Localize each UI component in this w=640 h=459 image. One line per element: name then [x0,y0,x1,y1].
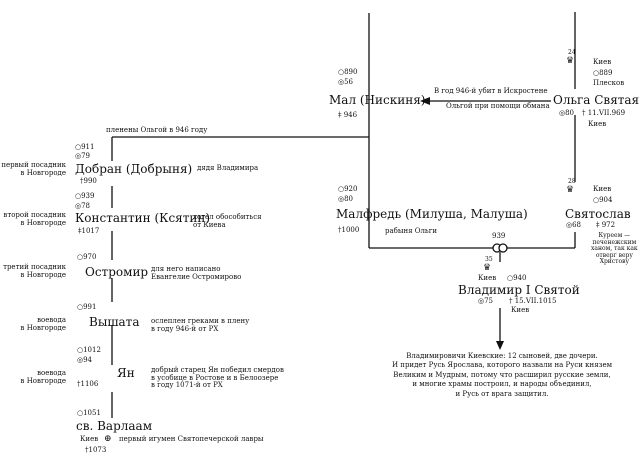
olga-age: ◎80 [559,109,575,117]
vyshata-born: ○991 [77,303,97,311]
yan-role: воевода в Новгороде [20,369,66,385]
varlaam-city: Киев [80,435,99,443]
olga-throne-number: 24 [568,49,576,56]
olga-deceit-note: Ольгой при помощи обмана [446,102,550,110]
malfred-death: †1000 [338,226,360,234]
konstantin-note: хотел обособиться от Киева [193,213,262,229]
vyshata-note: ослеплен греками в плену в году 946-й от… [151,317,250,333]
vladimir-city-2: Киев [511,306,530,314]
dobran-born: ○911 [75,143,95,151]
svyatoslav-name: Святослав [565,207,631,221]
vladimir-age: ◎75 [478,297,494,305]
konstantin-death: ‡1017 [78,227,100,235]
svyatoslav-city: Киев [593,185,612,193]
olga-death: † 11.VII.969 [582,109,626,117]
vladimir-throne-number: 35 [485,256,493,263]
dobran-note: дядя Владимира [197,164,259,172]
malfred-note: рабыня Ольги [385,227,438,235]
konstantin-role: второй посадник в Новгороде [3,211,66,227]
dobran-role: первый посадник в Новгороде [1,161,66,177]
malfred-age: ◎80 [338,195,354,203]
ostromir-role: третий посадник в Новгороде [3,263,66,279]
ostromir-born: ○970 [77,253,97,261]
marriage-year: 939 [492,232,506,240]
svyatoslav-throne-number: 28 [568,178,576,185]
mal-killed-note: В год 946-й убит в Искростене [434,87,548,95]
konstantin-born: ○939 [75,192,95,200]
dobran-death: †990 [80,177,97,185]
mal-born: ○890 [338,68,358,76]
varlaam-name: св. Варлаам [76,419,153,433]
dobran-age: ◎79 [75,152,91,160]
mal-age: ◎56 [338,78,354,86]
olga-birthplace: Плесков [593,79,625,87]
malfred-name: Малфредь (Милуша, Малуша) [336,207,528,221]
olga-city: Киев [593,58,612,66]
varlaam-born: ○1051 [77,409,101,417]
olga-name: Ольга Святая [553,93,640,107]
vyshata-name: Вышата [89,315,140,329]
svyatoslav-death: ‡ 972 [596,221,616,229]
mal-death: ‡ 946 [338,111,358,119]
varlaam-note: первый игумен Святопечерской лавры [119,435,264,443]
malfred-born: ○920 [338,185,358,193]
ostromir-note: для него написано Евангелие Остромирово [151,265,242,281]
yan-death: †1106 [77,380,99,388]
wedding-rings-icon [492,243,508,253]
dobran-name: Добран (Добрыня) [75,162,193,176]
vyshata-role: воевода в Новгороде [20,316,66,332]
yan-born: ○1012 [77,346,101,354]
olga-born: ○889 [593,69,613,77]
vladimir-death: † 15.VII.1015 [509,297,557,305]
mal-name: Мал (Нискиня) [329,93,426,107]
svyatoslav-note: Куреем — печенежским ханом, так как отве… [591,232,638,266]
arrowhead-to-mal [420,97,430,105]
descendants-text: Владимировичи Киевские: 12 сыновей, две … [391,352,613,398]
captured-note: пленены Ольгой в 946 году [106,126,208,134]
konstantin-name: Константин (Ксятин) [75,211,211,225]
olga-city-2: Киев [588,120,607,128]
vladimir-born: ○940 [507,274,527,282]
svyatoslav-age: ◎68 [566,221,582,229]
yan-name: Ян [117,366,135,380]
yan-note: добрый старец Ян победил смердов в усоби… [151,366,284,390]
ostromir-name: Остромир [85,265,149,279]
arrowhead-to-descendants [496,341,504,350]
varlaam-death: †1073 [85,446,107,454]
orb-cross-icon: ⊕ [104,434,112,444]
crown-icon: ♛ [566,185,575,195]
crown-icon: ♛ [483,263,492,273]
vladimir-name: Владимир I Святой [458,283,580,297]
svyatoslav-born: ○904 [593,196,613,204]
vladimir-city: Киев [478,274,497,282]
konstantin-age: ◎78 [75,202,91,210]
crown-icon: ♛ [566,56,575,66]
yan-age: ◎94 [77,356,93,364]
